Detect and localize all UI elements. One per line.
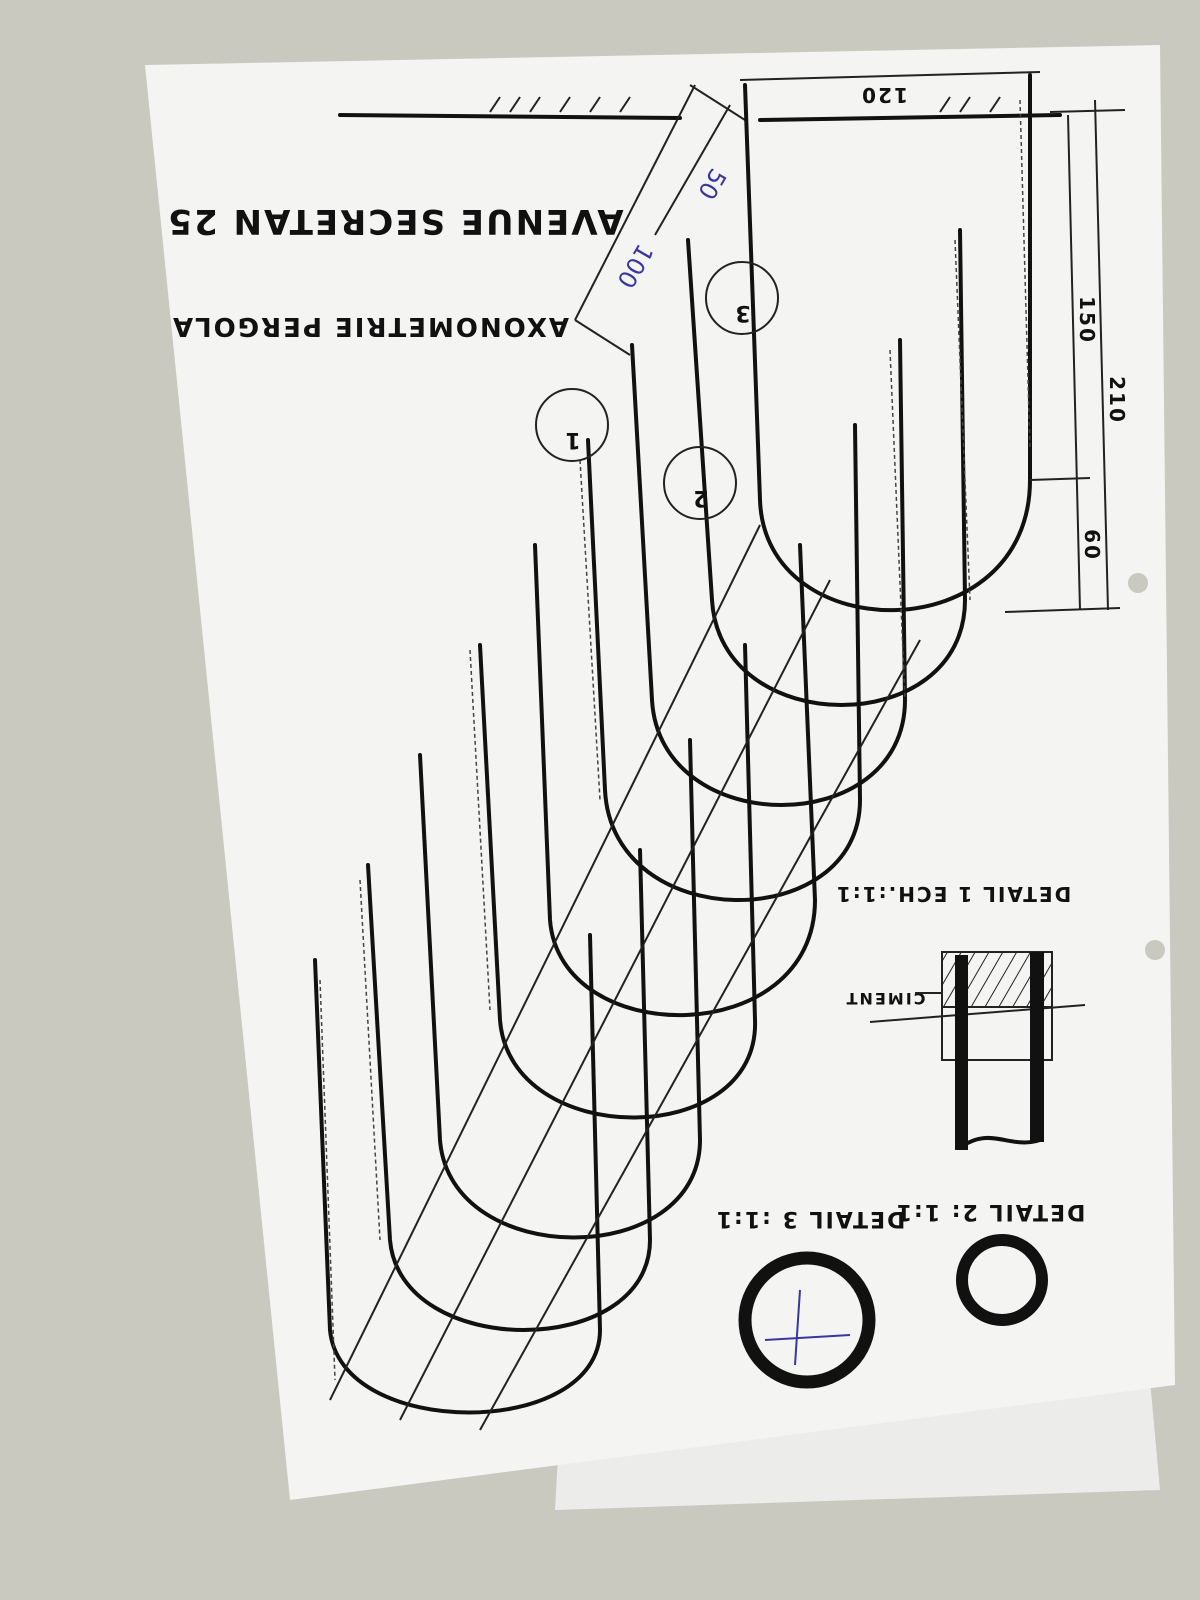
ciment-label: CIMENT bbox=[845, 989, 926, 1008]
callout-2: 2 bbox=[663, 446, 737, 520]
detail-2-label: DETAIL 2: 1:1 bbox=[895, 1199, 1086, 1224]
punch-hole bbox=[1145, 940, 1165, 960]
arch bbox=[533, 543, 818, 1017]
dimension-upper: 150 bbox=[1075, 296, 1099, 344]
arch bbox=[313, 933, 603, 1415]
climbing-plants bbox=[319, 99, 1031, 1381]
arch bbox=[586, 423, 863, 902]
detail-3-ring bbox=[738, 1251, 876, 1389]
dimension-lines bbox=[1004, 99, 1126, 613]
diagonal-beam bbox=[574, 84, 746, 356]
punch-hole bbox=[1128, 573, 1148, 593]
detail-1-section bbox=[869, 951, 1086, 1150]
arch bbox=[478, 643, 758, 1120]
arch bbox=[418, 738, 703, 1240]
dimension-total: 210 bbox=[1105, 376, 1129, 424]
callout-3: 3 bbox=[705, 261, 779, 335]
ground-line bbox=[338, 71, 1062, 122]
dimension-lower: 60 bbox=[1080, 529, 1104, 561]
callout-1: 1 bbox=[535, 388, 609, 462]
svg-text:3: 3 bbox=[733, 300, 750, 325]
detail-2-ring bbox=[956, 1234, 1048, 1326]
arch bbox=[630, 338, 908, 807]
dimension-top: 120 bbox=[860, 83, 908, 107]
svg-text:1: 1 bbox=[563, 427, 580, 452]
arch bbox=[743, 73, 1032, 613]
arch bbox=[686, 228, 968, 707]
detail-1-label: DETAIL 1 ECH.:1:1 bbox=[835, 882, 1071, 906]
drawing-title: AXONOMETRIE PERGOLA bbox=[171, 311, 569, 341]
address-title: AVENUE SECRETAN 25 bbox=[166, 201, 623, 241]
detail-3-label: DETAIL 3 :1:1 bbox=[715, 1206, 906, 1231]
svg-text:2: 2 bbox=[691, 485, 708, 510]
arch bbox=[366, 848, 653, 1332]
paper-sheet bbox=[145, 45, 1175, 1500]
pergola-arches bbox=[313, 73, 1032, 1431]
